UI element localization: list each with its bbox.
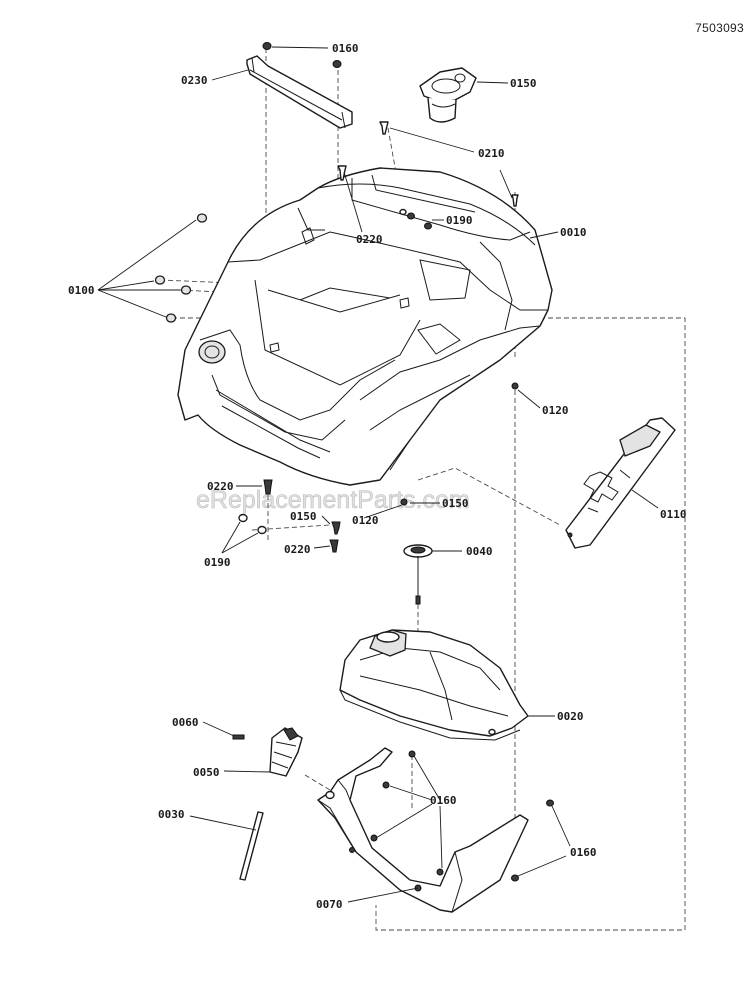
body-shroud [177, 167, 553, 486]
rod-0030 [239, 811, 264, 881]
fuel-gauge-0040 [403, 544, 433, 605]
callout-0160-right: 0160 [570, 846, 597, 859]
callout-0190-upper: 0190 [446, 214, 473, 227]
callout-0150-top: 0150 [510, 77, 537, 90]
callout-0160-mid: 0160 [430, 794, 457, 807]
callout-labels: 0160 0230 0150 0210 0220 0190 0010 0100 … [68, 42, 687, 911]
callout-0220-lower: 0220 [284, 543, 311, 556]
lower-hardware [238, 479, 341, 553]
callout-0220-upper: 0220 [356, 233, 383, 246]
callout-0120-mid: 0120 [352, 514, 379, 527]
callout-0050: 0050 [193, 766, 220, 779]
callout-0030: 0030 [158, 808, 185, 821]
callout-0060: 0060 [172, 716, 199, 729]
callout-0150-right: 0150 [442, 497, 469, 510]
nuts-0190 [399, 208, 432, 230]
callout-0020: 0020 [557, 710, 584, 723]
callout-0120-right: 0120 [542, 404, 569, 417]
callout-0210: 0210 [478, 147, 505, 160]
grommets-0100 [154, 213, 208, 323]
drawing-number: 7503093 [695, 21, 744, 35]
callout-0190-lower: 0190 [204, 556, 231, 569]
tank-bracket-0070 [317, 747, 554, 913]
callout-0010: 0010 [560, 226, 587, 239]
callout-0150-mid: 0150 [290, 510, 317, 523]
watermark-text: eReplacementParts.com [196, 486, 470, 514]
bracket-0230 [246, 55, 353, 129]
pin-0060 [232, 734, 245, 740]
callout-0070: 0070 [316, 898, 343, 911]
callout-0110: 0110 [660, 508, 687, 521]
shift-panel-0110 [565, 417, 676, 549]
callout-0230: 0230 [181, 74, 208, 87]
fuel-cup-0150 [419, 67, 477, 123]
callout-0100: 0100 [68, 284, 95, 297]
clips-0120 [400, 382, 519, 506]
callout-0040: 0040 [466, 545, 493, 558]
screws-0210 [337, 121, 519, 207]
switch-0050 [269, 727, 303, 777]
callout-0160-top: 0160 [332, 42, 359, 55]
callout-0220-left: 0220 [207, 480, 234, 493]
hardware-top [262, 42, 342, 68]
fuel-tank-0020 [339, 629, 529, 741]
leader-lines [97, 46, 659, 903]
